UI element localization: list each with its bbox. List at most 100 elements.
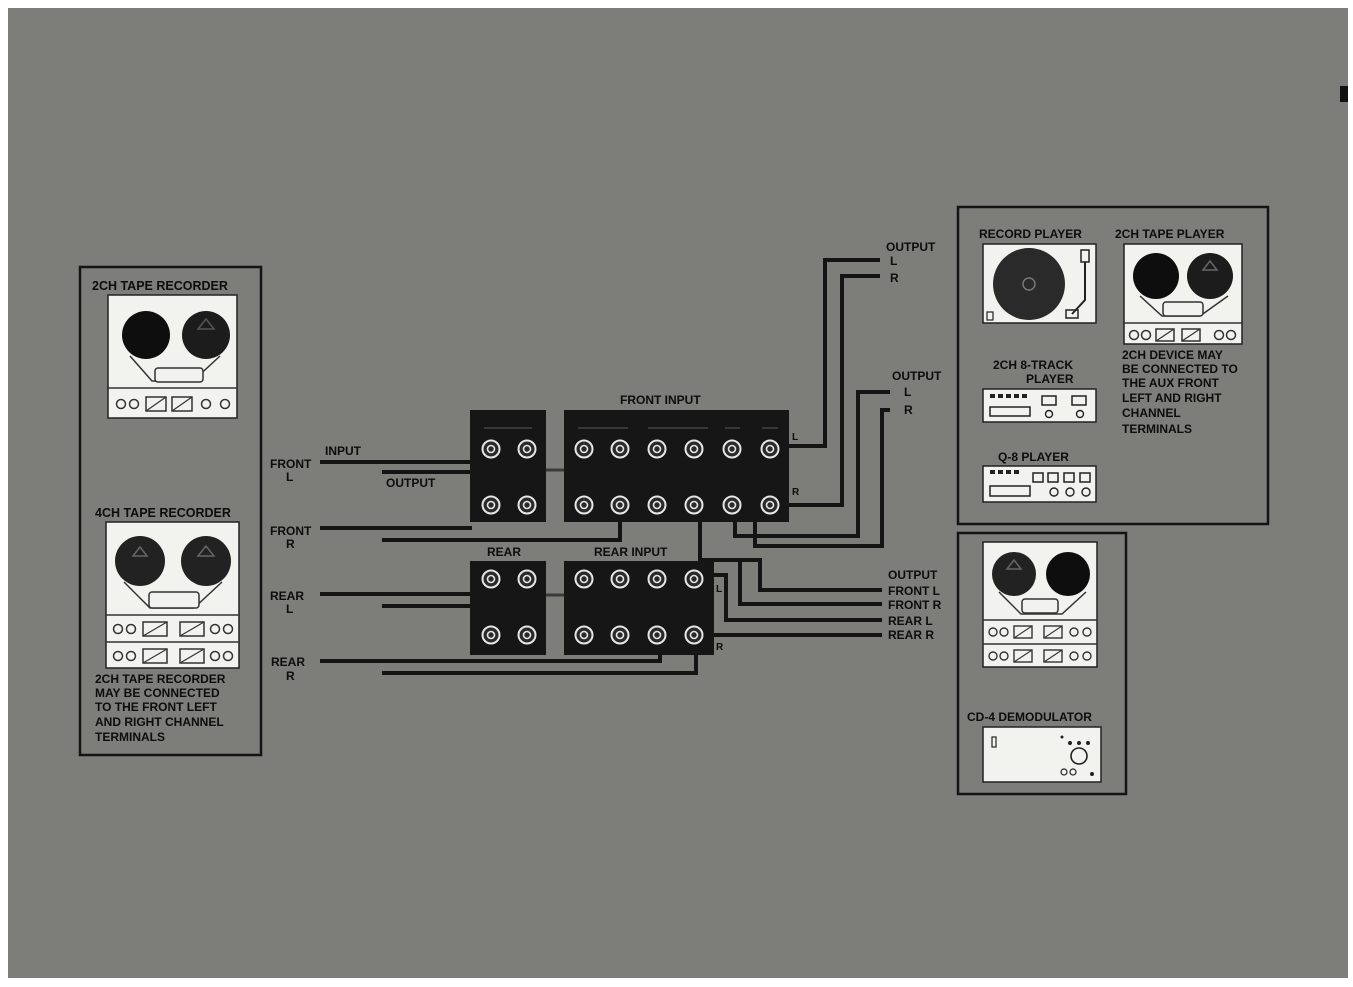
reel-icon	[115, 536, 165, 586]
knob-icon	[1070, 747, 1088, 765]
rear-channel-r-mark: R	[716, 642, 724, 653]
reel-icon	[1133, 253, 1179, 299]
svg-text:REAR R: REAR R	[888, 628, 934, 642]
jack-icon	[481, 439, 501, 459]
jack-icon	[647, 439, 667, 459]
right-top-device-panel: RECORD PLAYER 2CH TAPE PLAYER	[956, 205, 1270, 526]
tape4-deck-device	[982, 541, 1098, 668]
svg-text:FRONT R: FRONT R	[888, 598, 942, 612]
svg-text:2CH TAPE RECORDER: 2CH TAPE RECORDER	[95, 672, 226, 686]
svg-text:BE CONNECTED TO: BE CONNECTED TO	[1122, 362, 1238, 376]
cable	[733, 390, 890, 538]
svg-text:L: L	[890, 254, 897, 268]
internal-wiring	[546, 468, 564, 597]
cable	[382, 653, 698, 675]
output-label-3: OUTPUT	[888, 568, 938, 582]
left-connection-labels: FRONT L INPUT OUTPUT FRONT R REAR L REAR…	[270, 444, 436, 683]
svg-text:2CH DEVICE MAY: 2CH DEVICE MAY	[1122, 348, 1223, 362]
svg-text:THE AUX FRONT: THE AUX FRONT	[1122, 376, 1220, 390]
cable	[382, 518, 622, 542]
svg-text:TERMINALS: TERMINALS	[95, 730, 165, 744]
svg-text:LEFT AND RIGHT: LEFT AND RIGHT	[1122, 391, 1222, 405]
channel-l-mark: L	[792, 432, 798, 443]
right-bottom-device-panel: CD-4 DEMODULATOR	[956, 531, 1128, 796]
jack-icon	[647, 569, 667, 589]
cable	[787, 274, 880, 507]
eight-track-title: 2CH 8-TRACK	[993, 358, 1073, 372]
jack-icon	[517, 439, 537, 459]
cable	[710, 558, 882, 606]
jack-icon	[574, 569, 594, 589]
tape4-recorder-device	[105, 521, 240, 669]
svg-text:FRONT L: FRONT L	[888, 584, 940, 598]
front-input-label: FRONT INPUT	[620, 393, 701, 407]
front-r-label: FRONT	[270, 524, 312, 538]
svg-text:L: L	[286, 470, 293, 484]
cd4-demodulator-title: CD-4 DEMODULATOR	[967, 710, 1092, 724]
cable	[710, 573, 882, 622]
jack-icon	[610, 569, 630, 589]
right-panel-note: 2CH DEVICE MAY BE CONNECTED TO THE AUX F…	[1122, 348, 1238, 436]
jack-icon	[610, 495, 630, 515]
cd4-demodulator-device	[982, 726, 1102, 783]
jack-icon	[517, 569, 537, 589]
jack-icon	[610, 625, 630, 645]
rear-l-label: REAR	[270, 589, 304, 603]
edge-mark	[1340, 86, 1348, 102]
tape4-recorder-title: 4CH TAPE RECORDER	[95, 506, 231, 520]
eight-track-device	[982, 388, 1097, 423]
input-label: INPUT	[325, 444, 362, 458]
jack-icon	[610, 439, 630, 459]
svg-text:L: L	[286, 602, 293, 616]
jack-icon	[760, 439, 780, 459]
tape2-recorder-title: 2CH TAPE RECORDER	[92, 279, 228, 293]
jack-icon	[760, 495, 780, 515]
record-player-title: RECORD PLAYER	[979, 227, 1082, 241]
turntable-icon	[993, 248, 1065, 320]
right-connection-labels: OUTPUT L R OUTPUT L R OUTPUT FRONT L FRO…	[886, 240, 942, 642]
rear-input-label: REAR INPUT	[594, 545, 668, 559]
q8-player-device	[982, 465, 1097, 503]
reel-icon	[1046, 552, 1090, 596]
rear-r-label: REAR	[271, 655, 305, 669]
svg-text:CHANNEL: CHANNEL	[1122, 406, 1181, 420]
svg-text:R: R	[890, 271, 899, 285]
jack-icon	[517, 495, 537, 515]
reel-icon	[1187, 253, 1233, 299]
reel-icon	[992, 552, 1036, 596]
svg-text:L: L	[904, 385, 911, 399]
jack-icon	[722, 439, 742, 459]
tape2-recorder-device	[107, 294, 238, 419]
jack-icon	[574, 495, 594, 515]
front-input-terminals	[564, 410, 789, 522]
left-panel-note: 2CH TAPE RECORDER MAY BE CONNECTED TO TH…	[95, 672, 226, 744]
svg-text:TO THE FRONT LEFT: TO THE FRONT LEFT	[95, 700, 217, 714]
rear-channel-l-mark: L	[716, 584, 722, 595]
tape-player-device	[1123, 243, 1243, 345]
jack-icon	[647, 495, 667, 515]
jack-icon	[574, 625, 594, 645]
svg-text:R: R	[904, 403, 913, 417]
jack-icon	[481, 569, 501, 589]
jack-icon	[684, 569, 704, 589]
reel-icon	[182, 311, 230, 359]
jack-icon	[574, 439, 594, 459]
reel-icon	[122, 311, 170, 359]
svg-text:REAR L: REAR L	[888, 614, 933, 628]
record-player-device	[982, 243, 1097, 324]
svg-text:AND RIGHT CHANNEL: AND RIGHT CHANNEL	[95, 715, 224, 729]
jack-icon	[517, 625, 537, 645]
jack-icon	[481, 625, 501, 645]
reel-icon	[181, 536, 231, 586]
cable	[787, 258, 880, 448]
output-label-1: OUTPUT	[886, 240, 936, 254]
svg-text:R: R	[286, 669, 295, 683]
q8-player-title: Q-8 PLAYER	[998, 450, 1069, 464]
jack-icon	[647, 625, 667, 645]
jack-icon	[722, 495, 742, 515]
rear-label: REAR	[487, 545, 521, 559]
cables	[320, 258, 890, 675]
left-device-panel: 2CH TAPE RECORDER 4CH TAPE RECORDER	[78, 265, 263, 757]
output-label-2: OUTPUT	[892, 369, 942, 383]
